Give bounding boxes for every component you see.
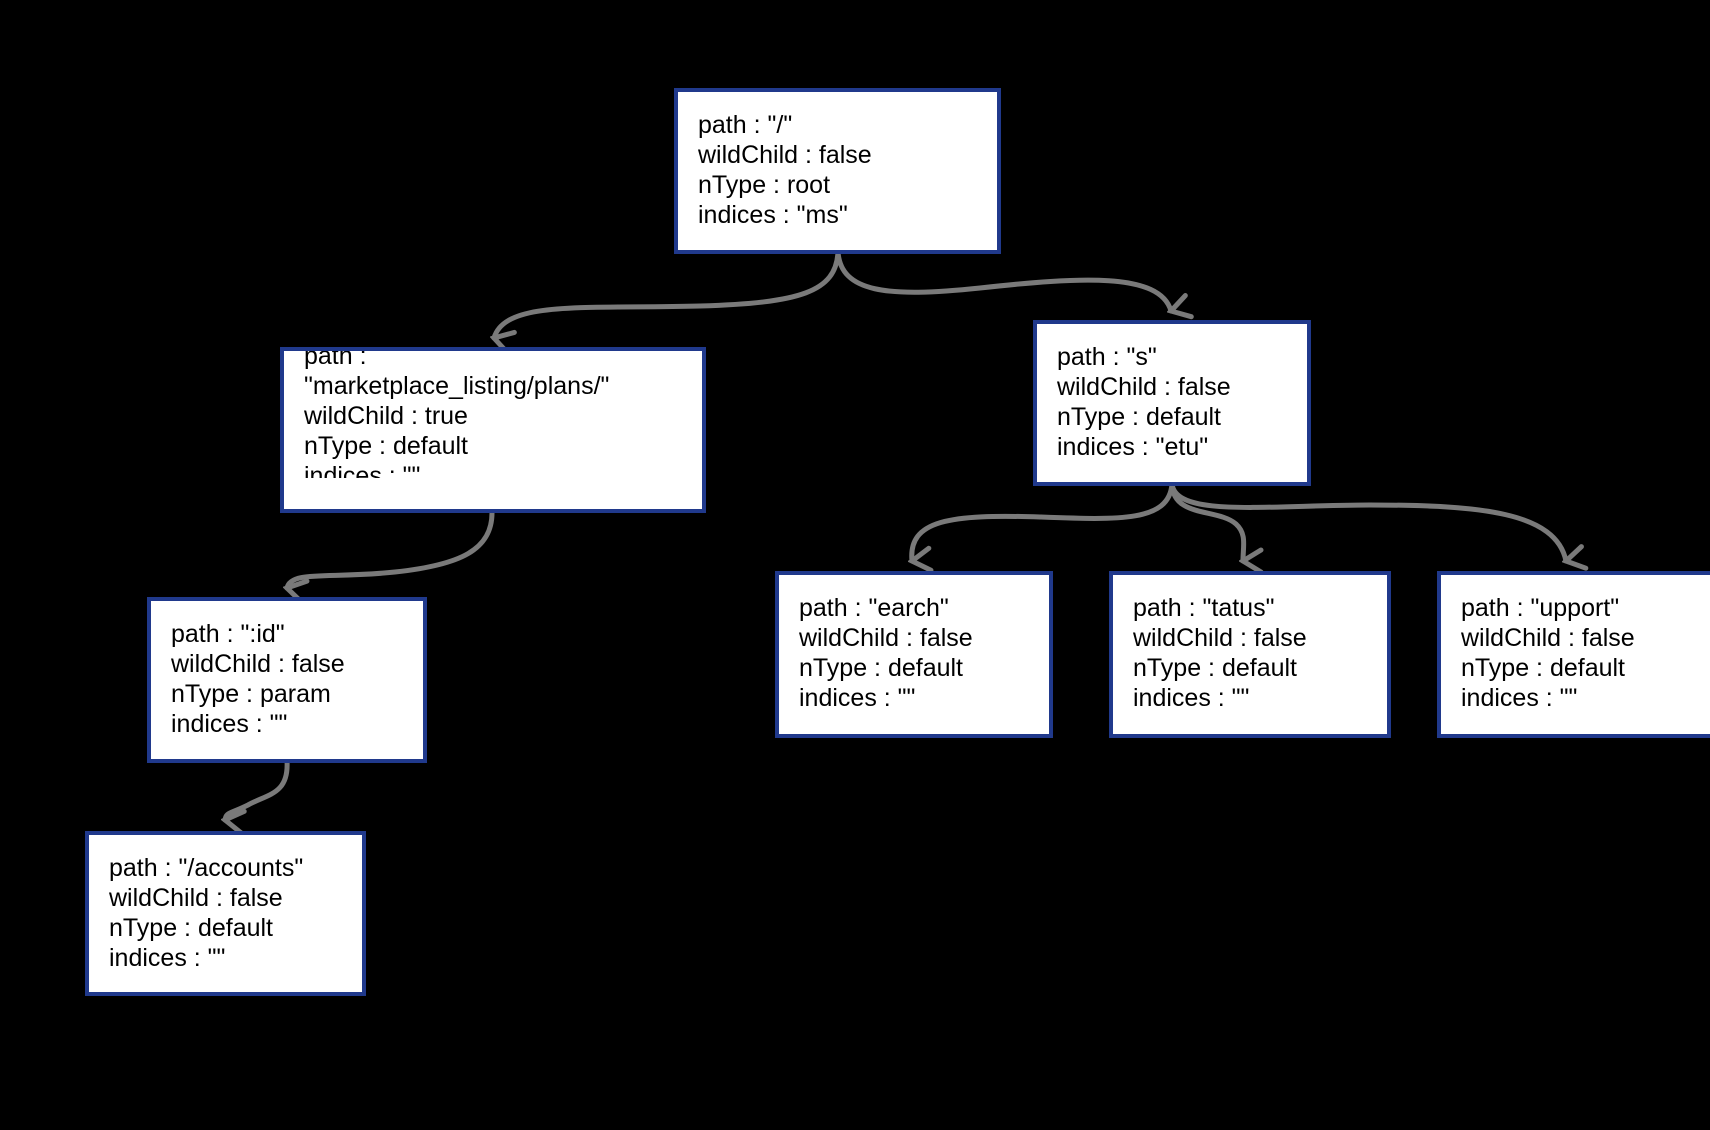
node-line: indices : "" xyxy=(1133,684,1250,712)
node-line: path : "/accounts" xyxy=(109,854,304,882)
edge-s-earch xyxy=(912,481,1175,561)
node-line: path : "upport" xyxy=(1461,594,1620,622)
node-line: wildChild : false xyxy=(109,884,283,912)
node-upport-content: path : "upport" wildChild : false nType … xyxy=(1441,575,1710,713)
node-line: nType : root xyxy=(698,171,831,199)
node-line: nType : default xyxy=(1133,654,1298,682)
node-id-param: path : ":id" wildChild : false nType : p… xyxy=(147,597,427,763)
node-line: path : ":id" xyxy=(171,620,285,648)
node-line: wildChild : false xyxy=(799,624,973,652)
node-accounts-content: path : "/accounts" wildChild : false nTy… xyxy=(89,835,362,973)
edge-id-accounts xyxy=(225,758,290,820)
edge-root-marketplace xyxy=(494,249,841,338)
edge-s-upport xyxy=(1169,481,1566,561)
node-line: nType : default xyxy=(109,914,274,942)
node-line: nType : default xyxy=(799,654,964,682)
node-s-content: path : "s" wildChild : false nType : def… xyxy=(1037,324,1307,462)
node-line: wildChild : false xyxy=(1133,624,1307,652)
node-line: indices : "" xyxy=(1461,684,1578,712)
node-line: path : "tatus" xyxy=(1133,594,1275,622)
node-line: indices : "ms" xyxy=(698,201,848,229)
node-root-content: path : "/" wildChild : false nType : roo… xyxy=(678,92,997,230)
node-marketplace-content: path : "marketplace_listing/plans/" wild… xyxy=(284,351,702,478)
node-line: nType : default xyxy=(1461,654,1626,682)
node-root: path : "/" wildChild : false nType : roo… xyxy=(674,88,1001,254)
node-line: wildChild : true xyxy=(304,402,468,430)
node-line: indices : "" xyxy=(171,710,288,738)
edge-root-s xyxy=(835,249,1171,311)
node-line: wildChild : false xyxy=(1057,373,1231,401)
node-id-content: path : ":id" wildChild : false nType : p… xyxy=(151,601,423,739)
node-upport: path : "upport" wildChild : false nType … xyxy=(1437,571,1710,738)
node-line: wildChild : false xyxy=(1461,624,1635,652)
node-line: path : "s" xyxy=(1057,343,1157,371)
node-line: path : "earch" xyxy=(799,594,949,622)
node-line: path : "/" xyxy=(698,111,793,139)
node-tatus-content: path : "tatus" wildChild : false nType :… xyxy=(1113,575,1387,713)
node-line: wildChild : false xyxy=(171,650,345,678)
node-s: path : "s" wildChild : false nType : def… xyxy=(1033,320,1311,486)
node-line: nType : param xyxy=(171,680,331,708)
edge-marketplace-id xyxy=(287,508,495,588)
node-line: indices : "" xyxy=(304,462,421,478)
node-marketplace-clip: path : "marketplace_listing/plans/" wild… xyxy=(284,351,702,478)
edge-s-tatus xyxy=(1169,481,1244,561)
node-line: wildChild : false xyxy=(698,141,872,169)
node-line: nType : default xyxy=(304,432,469,460)
node-tatus: path : "tatus" wildChild : false nType :… xyxy=(1109,571,1391,738)
node-earch-content: path : "earch" wildChild : false nType :… xyxy=(779,575,1049,713)
node-accounts: path : "/accounts" wildChild : false nTy… xyxy=(85,831,366,996)
node-line: "marketplace_listing/plans/" xyxy=(304,372,610,400)
node-line: nType : default xyxy=(1057,403,1222,431)
node-earch: path : "earch" wildChild : false nType :… xyxy=(775,571,1053,738)
node-marketplace-listing-plans: path : "marketplace_listing/plans/" wild… xyxy=(280,347,706,513)
node-line: indices : "etu" xyxy=(1057,433,1209,461)
node-line: path : xyxy=(304,351,367,370)
node-line: indices : "" xyxy=(799,684,916,712)
node-line: indices : "" xyxy=(109,944,226,972)
